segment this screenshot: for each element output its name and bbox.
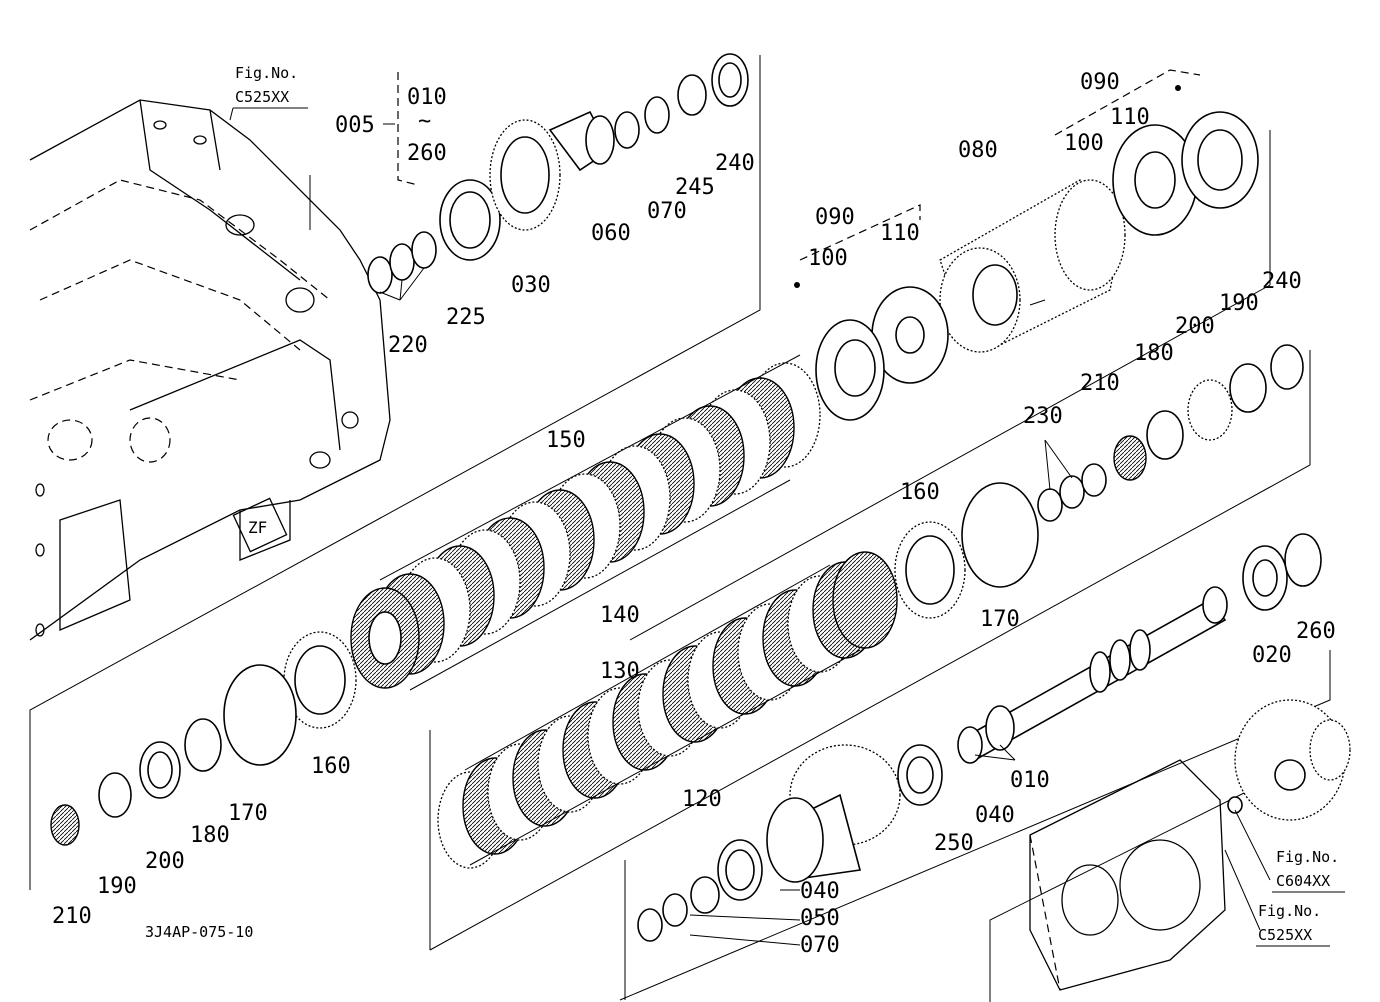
part-label: 170 <box>228 801 268 826</box>
part-label: 210 <box>1080 371 1120 396</box>
bottom-right-assembly <box>1029 699 1351 991</box>
upper-clutch-pack <box>350 354 821 691</box>
bottom-gear-parts <box>637 744 943 942</box>
part-label: 040 <box>975 803 1015 828</box>
figure-code: 3J4AP-075-10 <box>145 923 253 941</box>
part-label: 100 <box>808 246 848 271</box>
fig-ref-label: Fig.No. <box>1276 848 1339 866</box>
group-label: 005 <box>335 113 375 138</box>
group-tilde: ~ <box>418 109 431 134</box>
part-label: 180 <box>190 823 230 848</box>
lower-left-parts <box>50 631 357 846</box>
right-middle-parts <box>894 344 1304 619</box>
part-label: 070 <box>647 199 687 224</box>
top-row-parts <box>367 53 749 294</box>
zf-logo: ZF <box>248 518 267 537</box>
figure-ref-top-left: Fig.No. C525XX <box>229 64 308 121</box>
part-label: 180 <box>1134 341 1174 366</box>
part-label: 120 <box>682 787 722 812</box>
part-label: 200 <box>1175 314 1215 339</box>
panel-frames <box>29 55 1331 1002</box>
part-label: 100 <box>1064 131 1104 156</box>
lower-clutch-pack <box>437 551 898 869</box>
assembly-group-005: 005 010 ~ 260 <box>335 85 447 166</box>
part-label: 200 <box>145 849 185 874</box>
part-label: 220 <box>388 333 428 358</box>
part-label: 240 <box>715 151 755 176</box>
part-label: 230 <box>1023 404 1063 429</box>
part-label: 160 <box>900 480 940 505</box>
part-label: 140 <box>600 603 640 628</box>
clutch-drum <box>815 111 1259 421</box>
part-label: 210 <box>52 904 92 929</box>
main-shaft <box>957 533 1322 764</box>
part-label: 225 <box>446 305 486 330</box>
figure-ref-c604: Fig.No. C604XX <box>1272 848 1345 893</box>
marker-dot <box>794 282 800 288</box>
marker-dot <box>1175 85 1181 91</box>
part-labels: 010 020 030 040 040 050 060 070 070 080 … <box>52 70 1336 958</box>
transmission-housing: ZF <box>29 99 391 641</box>
part-label: 190 <box>1219 291 1259 316</box>
fig-ref-number: C525XX <box>235 88 289 106</box>
fig-ref-number: C604XX <box>1276 872 1330 890</box>
part-label: 110 <box>1110 105 1150 130</box>
part-label: 245 <box>675 175 715 200</box>
group-from: 010 <box>407 85 447 110</box>
part-label: 150 <box>546 428 586 453</box>
part-label: 040 <box>800 879 840 904</box>
part-label: 060 <box>591 221 631 246</box>
leader-lines <box>379 69 1271 946</box>
part-label: 170 <box>980 607 1020 632</box>
fig-ref-number: C525XX <box>1258 926 1312 944</box>
part-label: 250 <box>934 831 974 856</box>
part-label: 090 <box>1080 70 1120 95</box>
part-label: 130 <box>600 659 640 684</box>
part-label: 260 <box>1296 619 1336 644</box>
part-label: 110 <box>880 221 920 246</box>
part-label: 080 <box>958 138 998 163</box>
group-to: 260 <box>407 141 447 166</box>
part-label: 090 <box>815 205 855 230</box>
part-label: 070 <box>800 933 840 958</box>
part-label: 030 <box>511 273 551 298</box>
part-label: 050 <box>800 906 840 931</box>
part-label: 010 <box>1010 768 1050 793</box>
figure-ref-c525-bottom: Fig.No. C525XX <box>1256 902 1330 947</box>
fig-ref-label: Fig.No. <box>1258 902 1321 920</box>
fig-ref-label: Fig.No. <box>235 64 298 82</box>
part-label: 160 <box>311 754 351 779</box>
part-label: 020 <box>1252 643 1292 668</box>
part-label: 240 <box>1262 269 1302 294</box>
part-label: 190 <box>97 874 137 899</box>
